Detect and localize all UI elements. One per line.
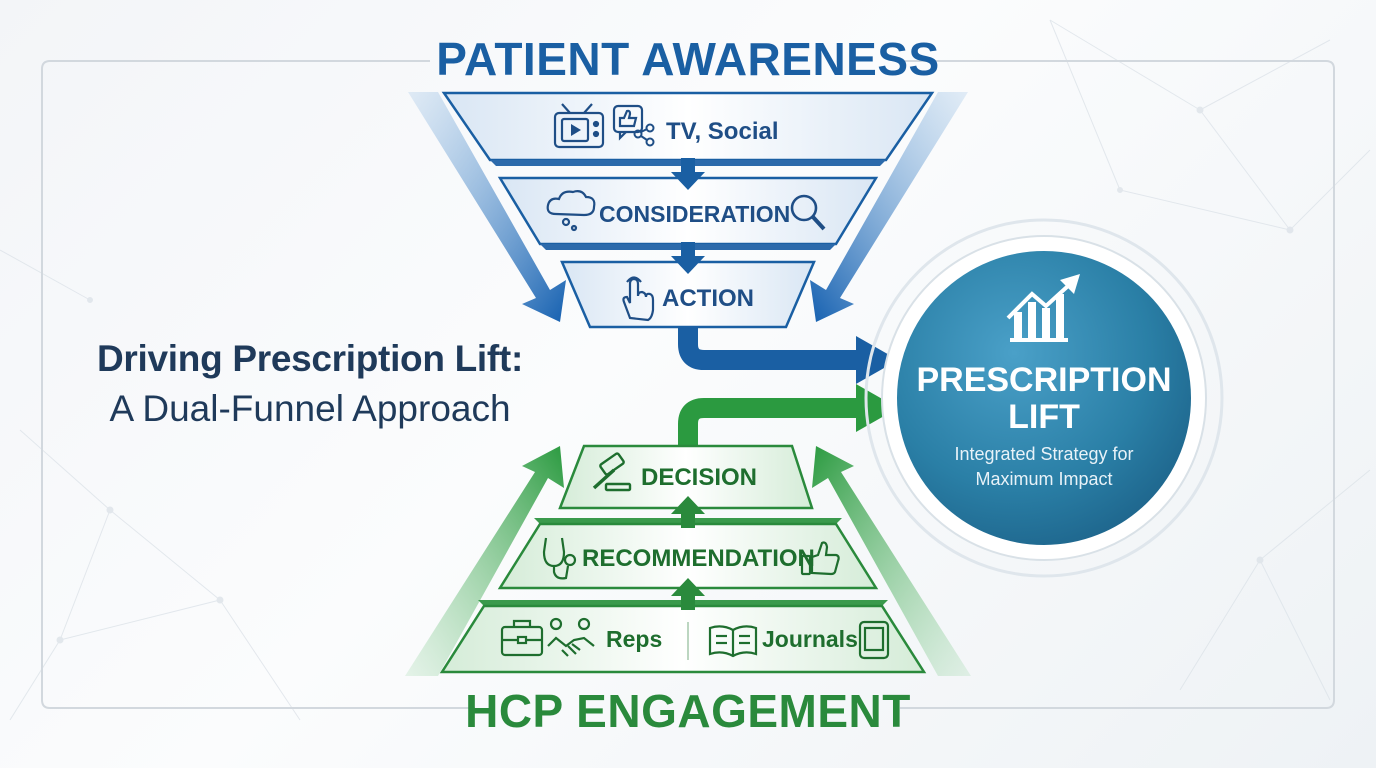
result-title-line-1: PRESCRIPTION <box>916 361 1171 399</box>
diagram-heading-line-2: A Dual-Funnel Approach <box>109 388 511 429</box>
handshake-icon <box>547 617 595 657</box>
green-connector-arrow <box>678 398 860 448</box>
thought-cloud-icon <box>546 190 596 232</box>
hcp-stage-3 <box>439 604 927 674</box>
blue-connector-arrow <box>678 322 860 370</box>
patient-down-arrow-1 <box>671 158 705 190</box>
patient-stage-2-label: CONSIDERATION <box>599 201 790 227</box>
blue-side-arrow-right <box>810 92 968 322</box>
patient-awareness-title: PATIENT AWARENESS <box>436 33 940 85</box>
hcp-stage-2-label: RECOMMENDATION <box>582 545 815 572</box>
bar-chart-growth-icon <box>1006 274 1080 342</box>
diagram-heading-line-1: Driving Prescription Lift: <box>97 338 523 379</box>
result-title-line-2: LIFT <box>1008 398 1080 436</box>
hcp-up-arrow-2 <box>671 578 705 610</box>
patient-stage-3-label: ACTION <box>662 285 754 312</box>
tablet-icon <box>858 620 890 660</box>
stethoscope-icon <box>542 537 577 580</box>
thumbs-up-icon-green <box>800 541 840 576</box>
hcp-engagement-title: HCP ENGAGEMENT <box>465 685 911 737</box>
green-side-arrow-right <box>812 446 971 676</box>
hcp-funnel: DECISION RECOMMENDATION Reps <box>439 444 927 674</box>
outer-frame <box>41 60 1335 709</box>
patient-stage-1-label: TV, Social <box>666 118 779 145</box>
network-background <box>0 19 1371 721</box>
magnifier-icon <box>790 194 826 231</box>
tv-icon <box>553 103 605 149</box>
open-book-icon <box>708 625 758 658</box>
patient-stage-3 <box>560 260 816 329</box>
hcp-stage-3-right-label: Journals <box>762 626 858 652</box>
result-subtitle-line-2: Maximum Impact <box>975 469 1112 489</box>
hcp-up-arrow-1 <box>671 496 705 528</box>
pointing-hand-icon <box>622 276 655 322</box>
patient-funnel: TV, Social CONSIDERATION ACTION <box>441 91 935 329</box>
hcp-stage-1-label: DECISION <box>641 464 757 491</box>
hcp-stage-2 <box>497 522 879 590</box>
gavel-icon <box>592 452 632 492</box>
blue-side-arrow-left <box>408 92 566 322</box>
briefcase-icon <box>500 619 544 657</box>
thumbs-up-icon <box>612 104 644 141</box>
result-subtitle-line-1: Integrated Strategy for <box>954 444 1133 464</box>
prescription-lift-result: PRESCRIPTION LIFT Integrated Strategy fo… <box>864 218 1224 578</box>
hcp-stage-3-left-label: Reps <box>606 626 662 652</box>
share-icon <box>633 123 655 147</box>
patient-down-arrow-2 <box>671 242 705 274</box>
green-side-arrow-left <box>405 446 564 676</box>
